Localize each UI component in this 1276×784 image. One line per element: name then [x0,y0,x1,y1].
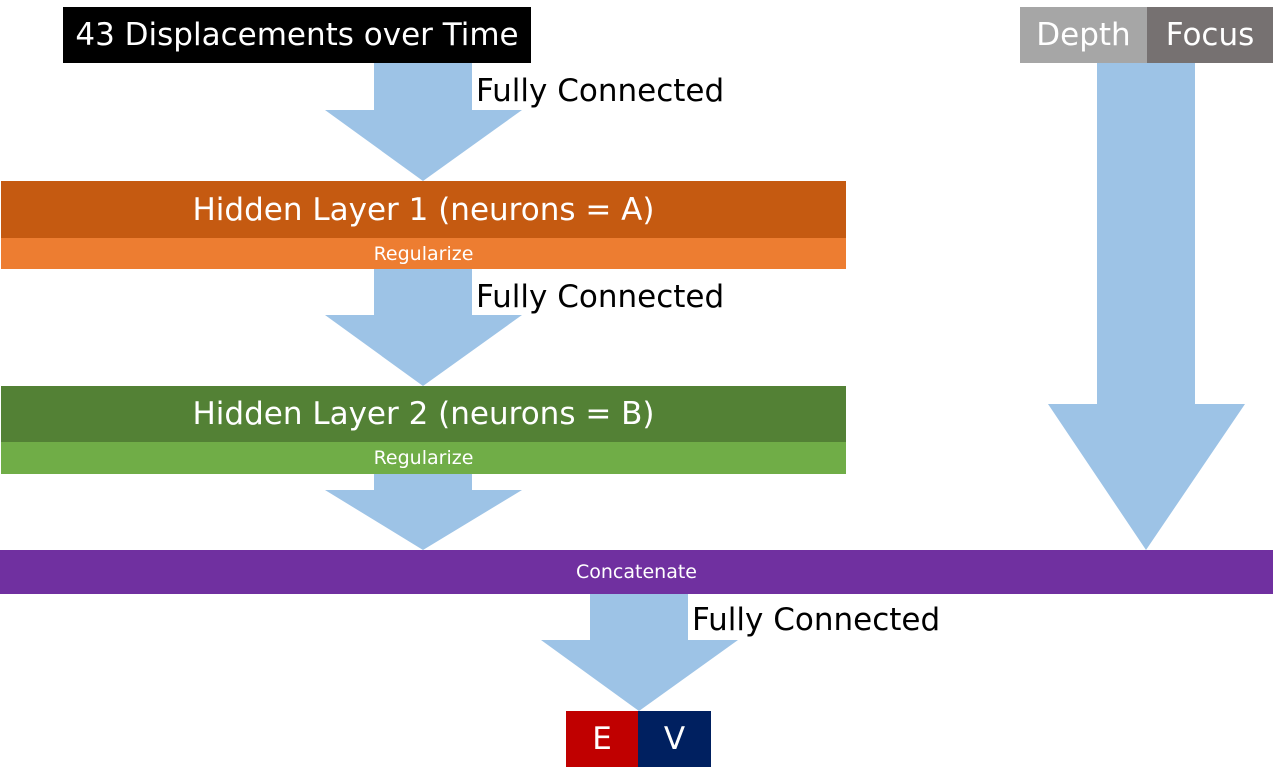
concatenate-label: Concatenate [576,561,697,583]
hidden-layer-1-regularize-label: Regularize [373,242,474,265]
hidden-layer-2-regularize-label: Regularize [373,447,474,469]
output-v-label: V [663,721,686,757]
hidden-layer-1-box: Hidden Layer 1 (neurons = A) [1,181,846,238]
fully-connected-label-1: Fully Connected [476,73,725,109]
focus-label: Focus [1165,17,1255,53]
hidden-layer-1-title: Hidden Layer 1 (neurons = A) [192,191,655,228]
input-displacements-box: 43 Displacements over Time [63,7,531,63]
output-e-box: E [566,711,638,767]
hidden-layer-1-regularize: Regularize [1,238,846,269]
arrow-concatenate-to-outputs [541,594,738,711]
arrow-input-to-hidden-1 [325,63,522,181]
depth-input-box: Depth [1020,7,1147,63]
output-e-label: E [592,721,612,757]
depth-label: Depth [1036,17,1131,53]
arrow-hidden-1-to-hidden-2 [325,269,522,386]
arrow-depth-focus-to-concatenate [1048,63,1245,550]
input-displacements-label: 43 Displacements over Time [75,17,519,53]
arrow-hidden-2-to-concatenate [325,474,522,550]
fully-connected-label-2: Fully Connected [476,279,725,315]
fully-connected-label-3: Fully Connected [692,602,941,638]
hidden-layer-2-title: Hidden Layer 2 (neurons = B) [192,396,655,432]
hidden-layer-2-box: Hidden Layer 2 (neurons = B) [1,386,846,442]
output-v-box: V [638,711,711,767]
focus-input-box: Focus [1147,7,1273,63]
concatenate-bar: Concatenate [0,550,1273,594]
hidden-layer-2-regularize: Regularize [1,442,846,474]
